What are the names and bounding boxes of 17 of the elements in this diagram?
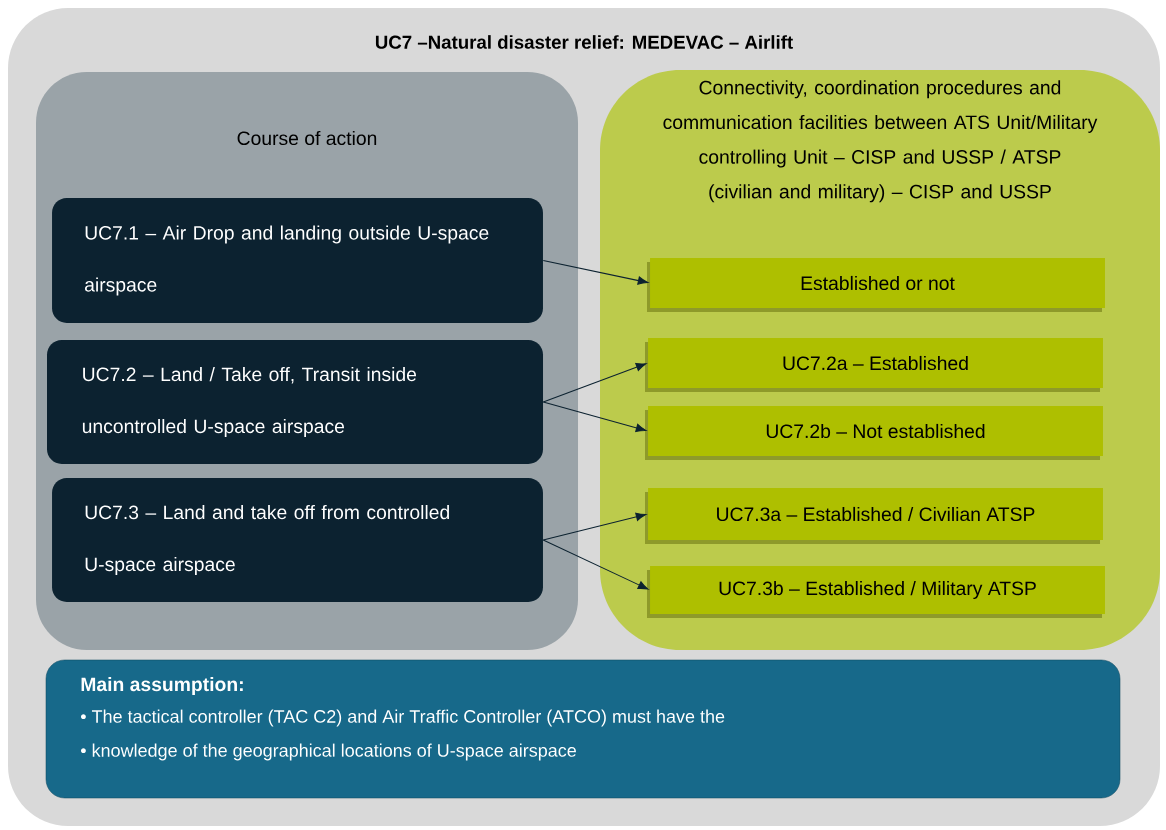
arrow bbox=[542, 539, 649, 590]
title: UC7 –Natural disaster relief: MEDEVAC – Airlift bbox=[375, 35, 793, 49]
panel-heading: Course of action bbox=[237, 130, 377, 146]
arrow bbox=[542, 259, 649, 285]
status-box: UC7.2a – Established bbox=[645, 338, 1103, 392]
action-box: UC7.1 – Air Drop and landing outside U-space airspace bbox=[52, 197, 543, 324]
status-box: UC7.2b – Not established bbox=[645, 406, 1103, 460]
arrow bbox=[542, 401, 647, 433]
status-box: UC7.3a – Established / Civilian ATSP bbox=[645, 488, 1103, 544]
action-box: UC7.2 – Land / Take off, Transit inside uncontrolled U-space airspace bbox=[47, 340, 543, 464]
panel-heading: Connectivity, coordination procedures and communication facilities between ATS Unit/Military controlling Unit – CISP and USSP / ATSP (civilian and military) – CISP and USSP bbox=[663, 80, 1098, 203]
arrow bbox=[542, 363, 647, 403]
status-box: UC7.3b – Established / Military ATSP bbox=[647, 566, 1105, 618]
assumption-box: Main assumption: • The tactical controller (TAC C2) and Air Traffic Controller (ATCO) must have the • knowledge of the geographical locations of U-space airspace bbox=[45, 659, 1121, 799]
action-box: UC7.3 – Land and take off from controlled U-space airspace bbox=[52, 478, 543, 602]
status-box: Established or not bbox=[647, 258, 1105, 312]
arrow bbox=[542, 512, 647, 541]
